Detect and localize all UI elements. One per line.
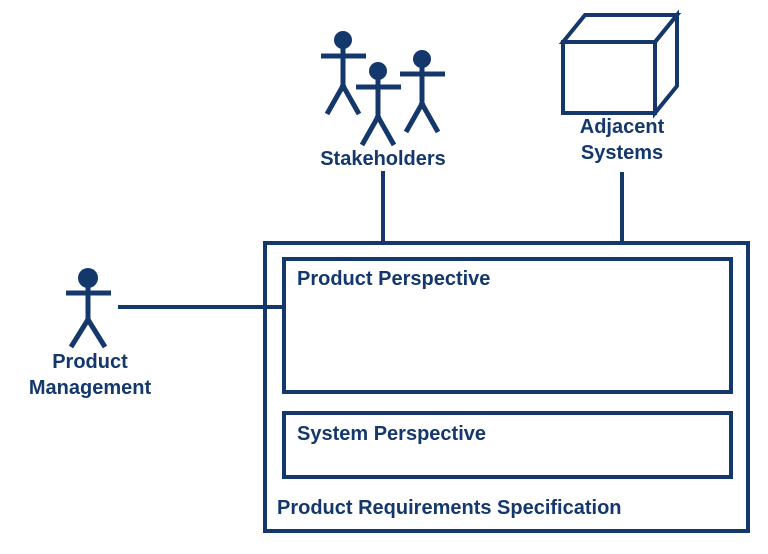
stick-figure-icon <box>66 268 111 349</box>
product-perspective-title: Product Perspective <box>297 268 491 290</box>
product-management-label: Product Management <box>29 349 151 401</box>
stakeholders-connector-line <box>381 171 385 243</box>
system-perspective-box <box>282 411 733 479</box>
adjacent-systems-label: Adjacent Systems <box>580 114 664 166</box>
stakeholders-group-icon <box>321 31 445 148</box>
product-management-connector-line <box>118 305 286 309</box>
product-requirements-specification-box <box>263 241 750 533</box>
product-perspective-box <box>282 257 733 394</box>
system-perspective-title: System Perspective <box>297 423 487 445</box>
adjacent-systems-label-line1: Adjacent <box>579 116 665 138</box>
stick-figure-icon <box>400 50 445 134</box>
adjacent-systems-connector-line <box>620 172 624 243</box>
adjacent-systems-label-line2: Systems <box>580 142 664 164</box>
product-management-label-line1: Product <box>52 351 128 373</box>
product-requirements-specification-title: Product Requirements Specification <box>277 497 622 519</box>
stick-figure-icon <box>321 31 366 116</box>
stakeholders-label: Stakeholders <box>320 148 446 170</box>
cube-icon <box>558 9 682 119</box>
stick-figure-icon <box>356 62 401 147</box>
product-management-label-line2: Management <box>28 377 152 399</box>
